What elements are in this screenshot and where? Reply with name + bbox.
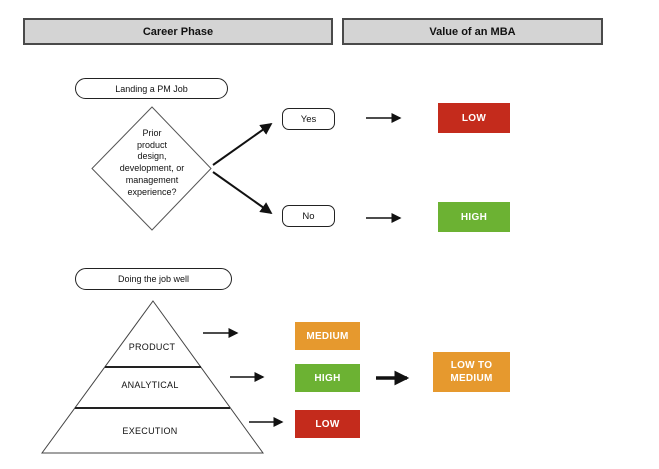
value-box-medium: MEDIUM	[295, 322, 360, 350]
diamond-question-line: management	[125, 174, 179, 185]
value-box-overall: LOW TO MEDIUM	[433, 352, 510, 392]
diamond-question: Prior product design, development, or ma…	[92, 128, 212, 198]
pyramid-layer-label-analytical: ANALYTICAL	[121, 380, 179, 390]
diamond-question-line: design,	[137, 151, 167, 162]
diamond-question-line: experience?	[127, 186, 177, 197]
section-title-doing: Doing the job well	[75, 268, 232, 290]
value-box-high-top: HIGH	[438, 202, 510, 232]
pyramid-layer-label-execution: EXECUTION	[122, 426, 178, 436]
decision-diamond-shape	[91, 106, 212, 231]
value-box-high: HIGH	[295, 364, 360, 392]
diamond-question-line: Prior	[142, 128, 162, 138]
pyramid-layer-label-product: PRODUCT	[128, 342, 176, 352]
column-header-career-phase: Career Phase	[23, 18, 333, 45]
value-box-low: LOW	[295, 410, 360, 438]
no-node: No	[282, 205, 335, 227]
value-box-low-top: LOW	[438, 103, 510, 133]
pyramid-shape	[41, 300, 264, 454]
diamond-question-line: product	[136, 139, 168, 150]
column-header-mba-value: Value of an MBA	[342, 18, 603, 45]
section-title-landing: Landing a PM Job	[75, 78, 228, 99]
diamond-question-line: development, or	[119, 163, 185, 174]
arrow-diamond-to-yes	[212, 122, 273, 166]
arrow-diamond-to-no	[212, 171, 273, 215]
yes-node: Yes	[282, 108, 335, 130]
